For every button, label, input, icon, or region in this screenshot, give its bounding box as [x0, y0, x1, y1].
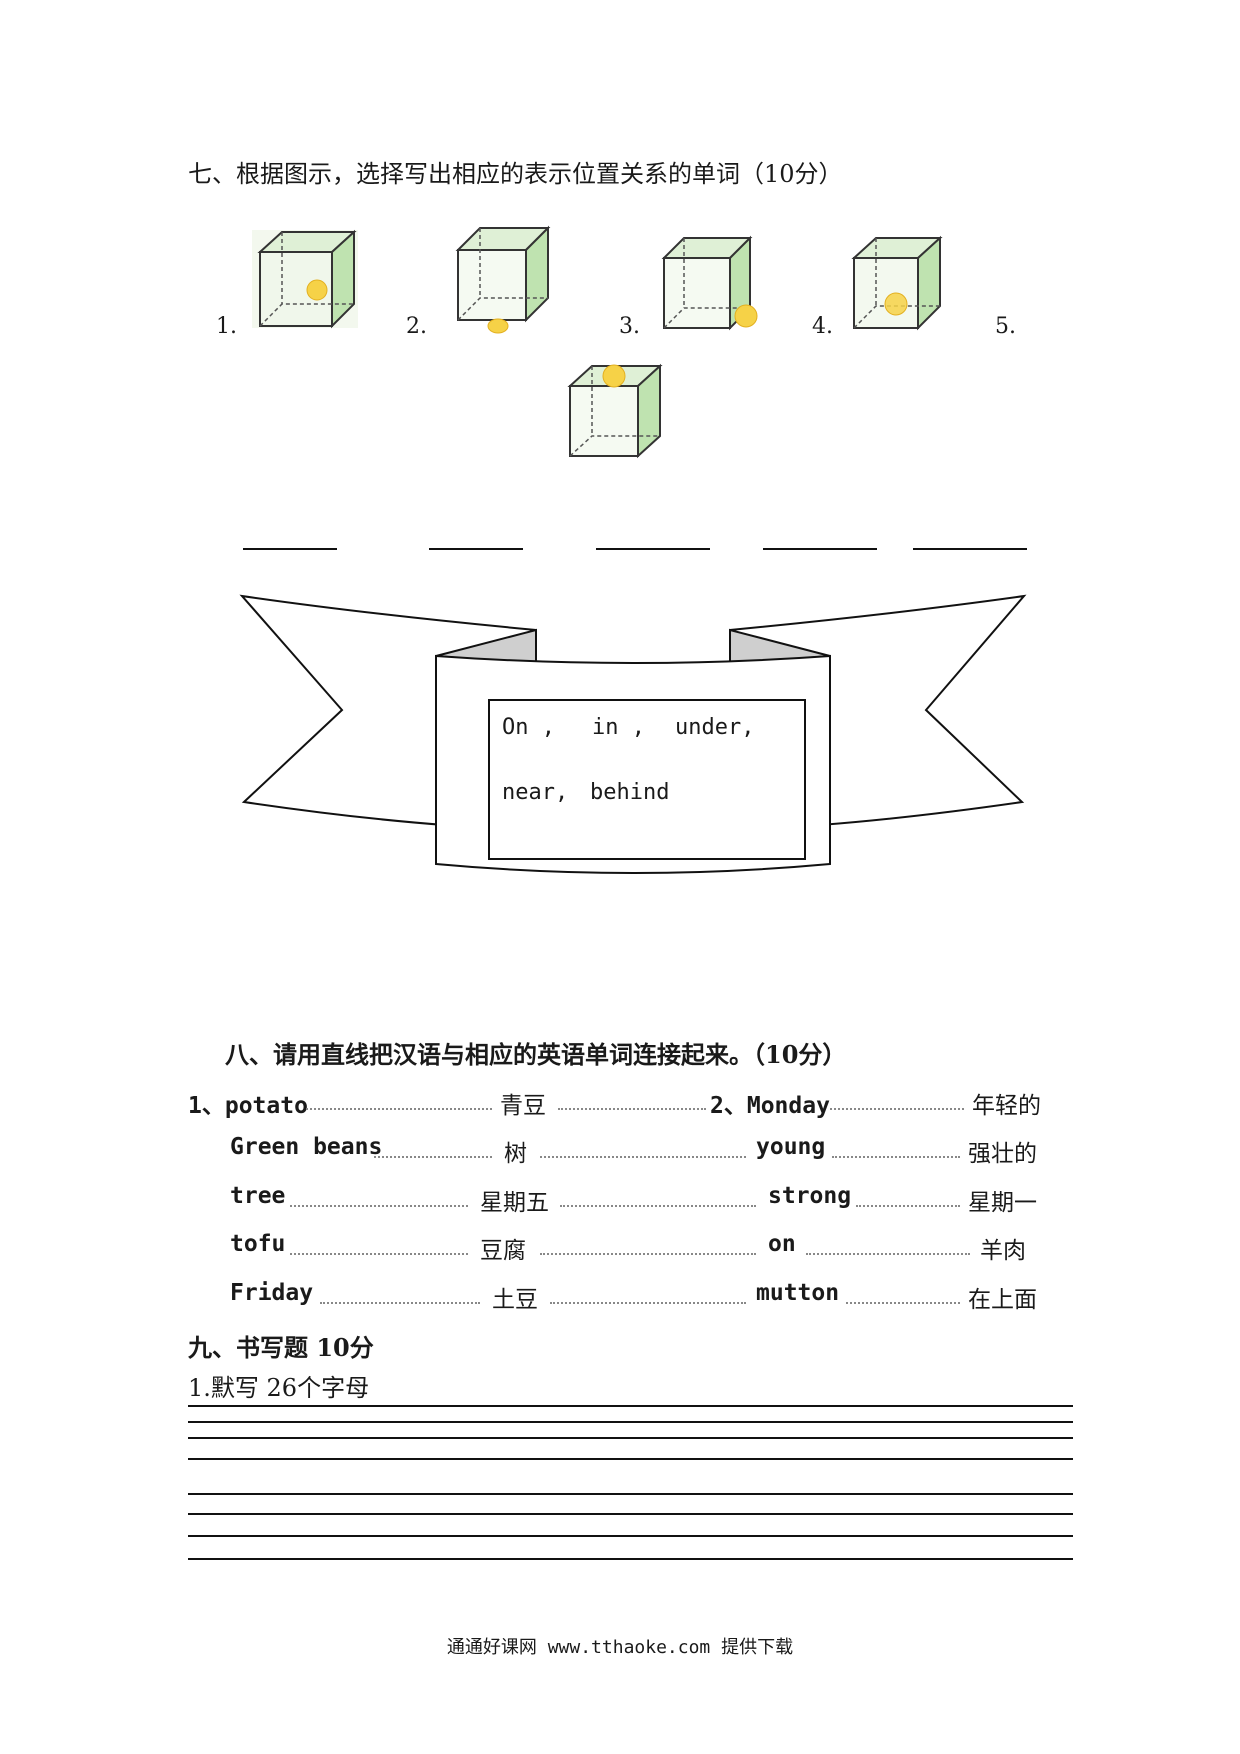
match-left-en: Friday: [230, 1280, 314, 1306]
word-option: On ,: [502, 715, 555, 740]
match-right-en: 2、Monday: [710, 1093, 830, 1119]
match-left-zh: 豆腐: [480, 1238, 526, 1264]
cube-ball-near-image: [661, 235, 758, 331]
match-right-en: strong: [768, 1183, 852, 1209]
word-option: near,: [502, 780, 569, 805]
match-left-en: tree: [230, 1183, 286, 1209]
item-number: 2.: [406, 314, 427, 339]
item-number: 1.: [216, 314, 237, 339]
word-option: under,: [675, 715, 755, 740]
match-right-en: on: [768, 1231, 796, 1257]
answer-blank[interactable]: [429, 548, 523, 550]
match-left-zh: 星期五: [480, 1190, 549, 1216]
word-option: behind: [590, 780, 670, 805]
match-left-en: 1、potato: [188, 1093, 308, 1119]
match-right-zh: 星期一: [968, 1190, 1037, 1216]
cube-ball-behind-image: [851, 235, 943, 331]
cube-ball-under-image: [455, 225, 551, 334]
match-left-zh: 青豆: [500, 1093, 546, 1119]
match-left-en: tofu: [230, 1231, 286, 1257]
word-bank-box: On , in , under, near, behind: [488, 699, 806, 860]
match-right-en: mutton: [756, 1280, 840, 1306]
answer-blank[interactable]: [913, 548, 1027, 550]
section7-heading: 七、根据图示，选择写出相应的表示位置关系的单词（10分）: [188, 160, 843, 188]
match-right-zh: 羊肉: [980, 1238, 1026, 1264]
item-number: 4.: [812, 314, 833, 339]
match-right-zh: 强壮的: [968, 1141, 1037, 1167]
answer-blank[interactable]: [763, 548, 877, 550]
match-left-zh: 树: [504, 1141, 527, 1167]
answer-blank[interactable]: [243, 548, 337, 550]
word-option: in ,: [592, 715, 645, 740]
section9-task: 1.默写 26个字母: [188, 1374, 370, 1402]
cube-ball-on-image: [567, 363, 663, 459]
page-footer: 通通好课网 www.tthaoke.com 提供下载: [446, 1637, 794, 1658]
match-left-zh: 土豆: [492, 1287, 538, 1313]
section9-heading: 九、书写题 10分: [188, 1333, 374, 1362]
section8-heading: 八、请用直线把汉语与相应的英语单词连接起来。（10分）: [225, 1040, 847, 1069]
match-right-zh: 年轻的: [972, 1093, 1041, 1119]
item-number: 3.: [619, 314, 640, 339]
match-right-en: young: [756, 1134, 826, 1160]
answer-blank[interactable]: [596, 548, 710, 550]
cube-ball-in-image: [252, 229, 358, 329]
match-left-en: Green beans: [230, 1134, 383, 1160]
item-number: 5.: [995, 314, 1016, 339]
ribbon-banner-image: [239, 594, 1027, 874]
match-right-zh: 在上面: [968, 1287, 1037, 1313]
